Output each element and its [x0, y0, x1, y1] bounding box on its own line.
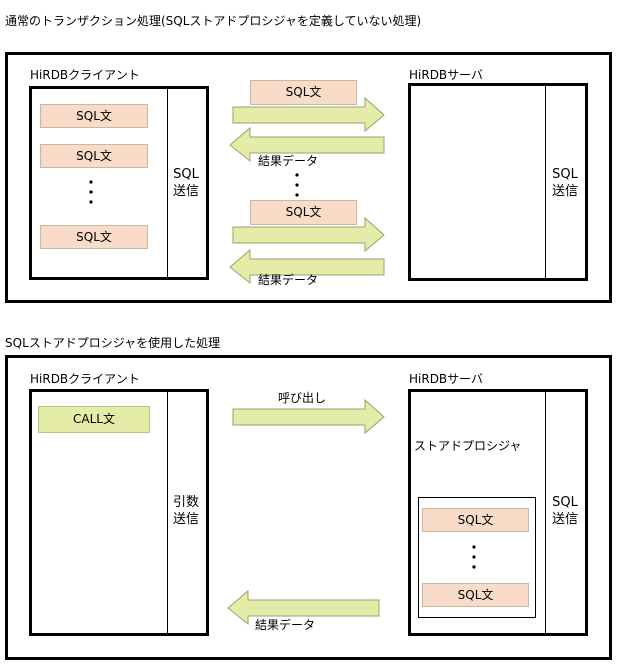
server-send-line2: 送信 [551, 184, 578, 199]
arg-label-line1: 引数 [172, 495, 199, 510]
dots-icon [472, 545, 476, 569]
section2-server-send-label: SQL 送信 [546, 494, 584, 528]
right-arrow-icon [232, 96, 385, 133]
section2-result-label: 結果データ [255, 618, 316, 632]
section2-title: SQLストアドプロシジャを使用した処理 [5, 336, 221, 350]
section1-server-box [408, 83, 588, 281]
section2-client-label: HiRDBクライアント [30, 372, 140, 386]
section1-title: 通常のトランザクション処理(SQLストアドプロシジャを定義していない処理) [5, 14, 422, 28]
section1-server-send-label: SQL 送信 [546, 166, 584, 200]
server-send-line2: 送信 [551, 512, 578, 527]
dots-icon [89, 180, 93, 204]
server-send-line1: SQL [552, 167, 578, 182]
section1-server-divider [545, 86, 546, 278]
section2-proc-dots [464, 543, 484, 577]
section1-client-sql-1: SQL文 [40, 104, 148, 128]
section2-arg-send-label: 引数 送信 [168, 494, 204, 528]
section2-client-divider [167, 392, 168, 633]
section1-arrow-sql-box-1: SQL文 [250, 80, 357, 105]
section1-client-sql-3: SQL文 [40, 225, 148, 249]
left-arrow-icon [229, 126, 385, 163]
left-arrow-icon [229, 248, 385, 285]
section2-call-box: CALL文 [38, 406, 150, 433]
section2-call-arrow-label: 呼び出し [278, 391, 327, 405]
left-arrow-icon [227, 589, 380, 626]
right-arrow-icon [232, 216, 385, 253]
section2-server-label: HiRDBサーバ [409, 372, 484, 386]
section1-result-label-2: 結果データ [258, 273, 319, 287]
section2-stored-proc-label: ストアドプロシジャ [414, 439, 522, 453]
section1-client-divider [167, 89, 168, 277]
section1-server-label: HiRDBサーバ [409, 68, 484, 82]
send-label-line2: 送信 [172, 184, 199, 199]
section2-proc-sql-2: SQL文 [422, 583, 529, 607]
section1-client-label: HiRDBクライアント [30, 68, 140, 82]
section1-client-sql-2: SQL文 [40, 144, 148, 168]
arg-label-line2: 送信 [172, 512, 199, 527]
send-label-line1: SQL [173, 167, 199, 182]
section1-arrow-sql-box-2: SQL文 [250, 200, 357, 225]
section2-server-divider [545, 392, 546, 633]
section1-result-label-1: 結果データ [258, 154, 319, 168]
right-arrow-icon [232, 398, 385, 435]
server-send-line1: SQL [552, 495, 578, 510]
section1-client-dots [81, 178, 101, 208]
section2-proc-sql-1: SQL文 [422, 508, 529, 532]
section1-middle-dots [287, 171, 307, 205]
dots-icon [295, 173, 299, 197]
section1-client-send-label: SQL 送信 [168, 166, 204, 200]
